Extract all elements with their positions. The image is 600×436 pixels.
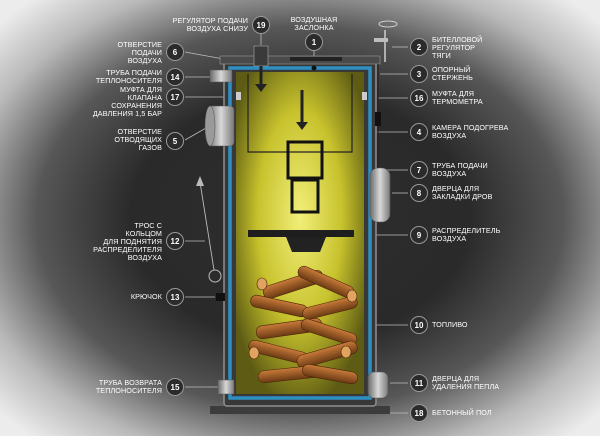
- air-pipe-lower: [290, 178, 320, 214]
- callout-badge: 17: [166, 88, 184, 106]
- callout-badge: 19: [252, 16, 270, 34]
- label-air-intake: Отверстиеподачивоздуха: [117, 40, 162, 65]
- label-cable: Трос скольцомдля поднятияраспределителяв…: [93, 221, 162, 262]
- label-valve-coupling: Муфта дляклапанасохранениядавления 1,5 б…: [92, 85, 162, 118]
- label-draft-regulator: Бителловойрегулятортяги: [432, 35, 483, 60]
- air-pipe-upper: [286, 140, 324, 180]
- callout-badge: 5: [166, 132, 184, 150]
- label-flue-outlet: Отверстиеотводящихгазов: [114, 127, 162, 152]
- preheat-chamber: [247, 74, 353, 153]
- callout-badge: 2: [410, 38, 428, 56]
- label-supply-pipe: Труба подачитеплоносителя: [95, 68, 162, 85]
- flue-outlet-end: [204, 105, 216, 147]
- label-ash-door: Дверца дляудаления пепла: [432, 374, 500, 391]
- side-box: [375, 112, 381, 126]
- loading-door: [369, 167, 391, 223]
- label-air-pipe: Труба подачивоздуха: [432, 161, 488, 178]
- regulator-arm: [374, 38, 388, 42]
- callout-badge: 11: [410, 374, 428, 392]
- air-distributor-cone: [286, 237, 326, 252]
- damper-bolt: [311, 65, 317, 71]
- firewood: [248, 265, 358, 385]
- air-damper: [290, 57, 342, 61]
- callout-badge: 9: [410, 226, 428, 244]
- air-intake: [253, 45, 269, 67]
- return-pipe: [217, 379, 235, 395]
- callout-badge: 15: [166, 378, 184, 396]
- callout-badge: 8: [410, 184, 428, 202]
- label-fuel: Топливо: [432, 320, 468, 329]
- callout-badge: 1: [305, 33, 323, 51]
- ash-door: [367, 371, 389, 399]
- callout-badge: 10: [410, 316, 428, 334]
- callout-badge: 13: [166, 288, 184, 306]
- label-concrete-floor: Бетонный пол: [432, 408, 492, 417]
- callout-badge: 7: [410, 161, 428, 179]
- label-lower-air-regulator: Регулятор подачивоздуха снизу: [172, 16, 248, 33]
- label-air-damper: Воздушнаязаслонка: [290, 15, 338, 32]
- thermometer-coupling: [362, 92, 367, 100]
- label-air-distributor: Распределительвоздуха: [432, 226, 501, 243]
- label-thermometer-coupling: Муфта длятермометра: [432, 89, 483, 106]
- label-hook: Крючок: [130, 292, 162, 301]
- intake-arrow-head: [255, 84, 267, 92]
- cable-ring: [208, 269, 222, 283]
- concrete-floor: [210, 406, 390, 414]
- callout-badge: 16: [410, 89, 428, 107]
- cable: [199, 181, 215, 271]
- air-distributor-plate: [248, 230, 354, 237]
- leader-5: [184, 127, 207, 141]
- regulator-handle: [378, 20, 398, 28]
- callout-badge: 3: [410, 65, 428, 83]
- supply-pipe: [209, 69, 233, 83]
- label-return-pipe: Труба возврататеплоносителя: [95, 378, 162, 395]
- hook: [216, 293, 225, 301]
- callout-badge: 6: [166, 43, 184, 61]
- callout-badge: 14: [166, 68, 184, 86]
- cable-arrow: [196, 176, 204, 186]
- callout-badge: 18: [410, 404, 428, 422]
- label-support-rod: Опорныйстержень: [432, 65, 473, 82]
- chamber-arrow-head: [296, 122, 308, 130]
- valve-coupling: [236, 92, 241, 100]
- label-preheat-chamber: Камера подогревавоздуха: [432, 123, 509, 140]
- callout-badge: 4: [410, 123, 428, 141]
- water-jacket: [228, 66, 372, 400]
- label-loading-door: Дверца длязакладки дров: [432, 184, 493, 201]
- callout-badge: 12: [166, 232, 184, 250]
